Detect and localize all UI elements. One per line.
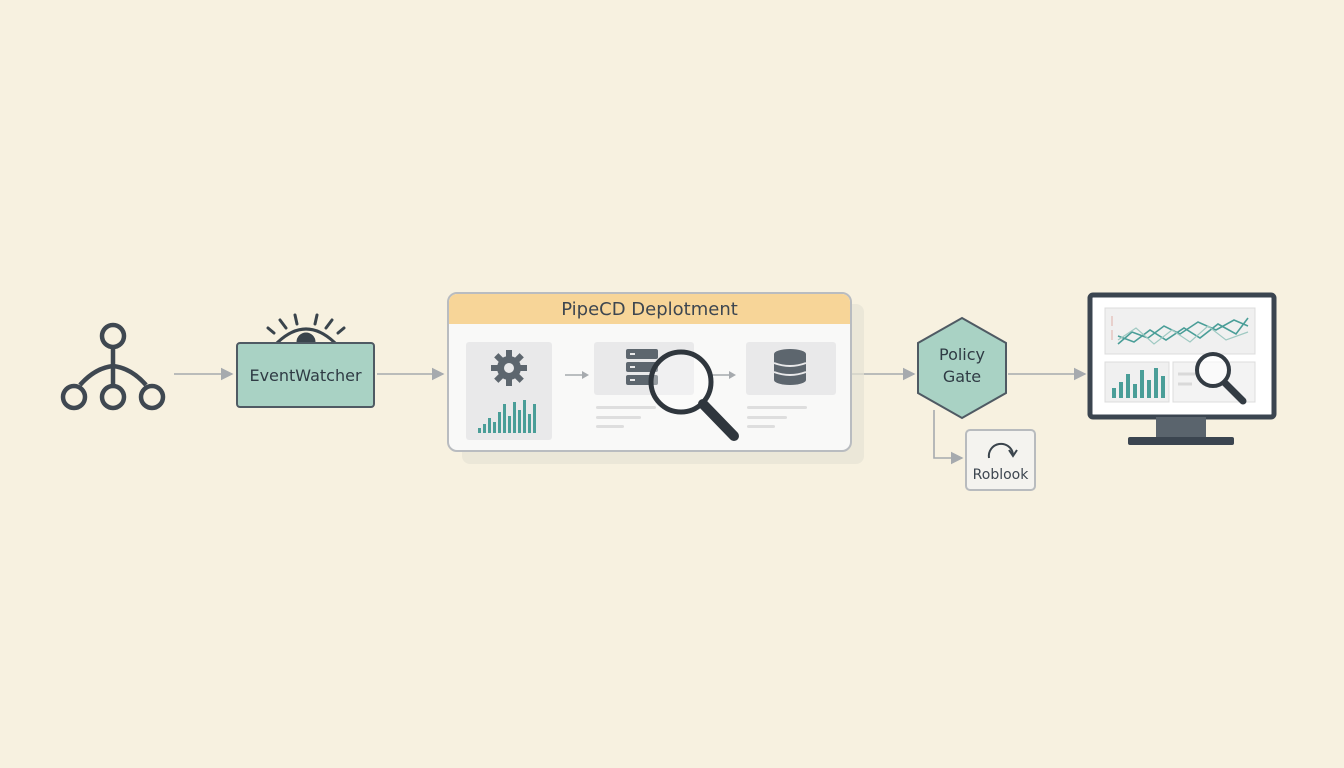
policy-gate-line2: Gate: [942, 367, 982, 386]
stage-verify-panel: [746, 342, 836, 395]
runbook-node[interactable]: Roblook: [965, 429, 1036, 491]
runbook-label: Roblook: [972, 467, 1029, 483]
pipecd-deployment-node[interactable]: PipeCD Deplotment: [447, 292, 852, 452]
gear-icon: [478, 350, 536, 433]
stage-verify-text-line: [747, 425, 775, 428]
stage-deploy-text-line: [596, 425, 624, 428]
eventwatcher-label: EventWatcher: [249, 365, 362, 385]
stage-build-panel: [466, 342, 552, 440]
eventwatcher-node[interactable]: EventWatcher: [236, 342, 375, 408]
policy-gate-label: Policy Gate: [918, 344, 1006, 388]
policy-gate-hexagon[interactable]: [917, 316, 1007, 420]
bar-sparkline: [478, 400, 536, 433]
database-icon: [773, 349, 807, 385]
stage-arrow-1: [565, 371, 589, 379]
stage-arrow-2: [712, 371, 736, 379]
redo-arrow-icon: [987, 442, 1018, 459]
stage-verify-text-line: [747, 406, 807, 409]
arrow-policy-gate-to-runbook: [933, 410, 964, 465]
stage-deploy-text-line: [596, 406, 656, 409]
monitor-dashboard-icon: [1087, 292, 1277, 445]
pipecd-title: PipeCD Deplotment: [561, 298, 738, 320]
repository-tree-icon: [60, 322, 166, 411]
stage-deploy-text-line: [596, 416, 641, 419]
magnifier-icon: [648, 349, 739, 441]
stage-verify-text-line: [747, 416, 787, 419]
policy-gate-line1: Policy: [938, 345, 986, 364]
pipecd-header: PipeCD Deplotment: [449, 294, 850, 324]
